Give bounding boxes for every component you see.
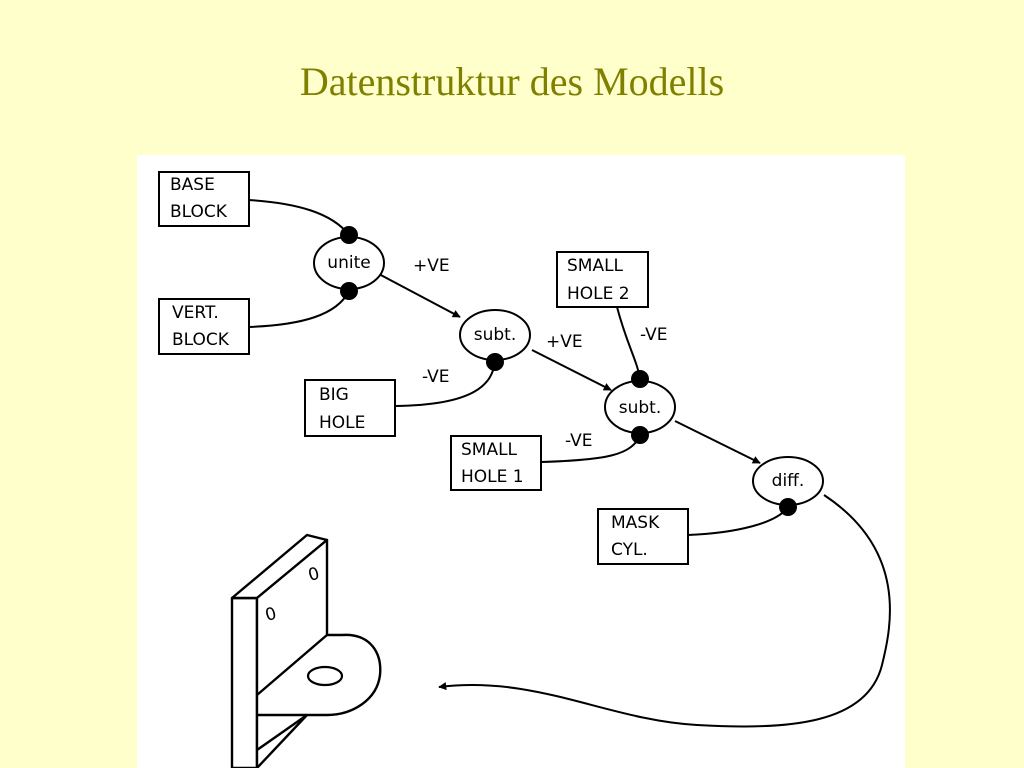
node-subt-1: subt. xyxy=(459,309,531,371)
edge-label-big-hole: -VE xyxy=(422,367,450,387)
edge-small-hole-2-to-subt xyxy=(616,306,641,380)
box-small-hole-1-line2: HOLE 1 xyxy=(461,467,524,487)
edge-vert-block-to-unite xyxy=(248,290,350,328)
arrow-subt-to-diff xyxy=(674,420,761,464)
box-small-hole-2-line1: SMALL xyxy=(567,256,624,276)
box-mask-cyl: MASK CYL. xyxy=(597,508,689,565)
box-big-hole-line1: BIG xyxy=(319,385,349,405)
box-small-hole-1: SMALL HOLE 1 xyxy=(450,435,542,491)
box-base-block: BASE BLOCK xyxy=(158,171,250,227)
box-big-hole-line2: HOLE xyxy=(319,413,365,433)
box-big-hole: BIG HOLE xyxy=(304,379,396,437)
box-mask-cyl-line2: CYL. xyxy=(611,540,648,560)
diagram-figure: BASE BLOCK VERT. BLOCK BIG HOLE SMALL HO… xyxy=(137,155,905,768)
bracket-model-drawing: 0 0 xyxy=(230,533,382,768)
slide-title: Datenstruktur des Modells xyxy=(299,59,725,104)
box-small-hole-2: SMALL HOLE 2 xyxy=(556,251,649,308)
arrow-unite-to-subt xyxy=(376,272,461,318)
edge-base-block-to-unite xyxy=(248,199,350,236)
model-hole-mark-upper: 0 xyxy=(306,564,322,586)
box-vert-block-line2: BLOCK xyxy=(172,330,230,350)
node-unite-label: unite xyxy=(327,253,370,273)
edge-label-small-hole-1: -VE xyxy=(565,431,593,451)
csg-tree-diagram: BASE BLOCK VERT. BLOCK BIG HOLE SMALL HO… xyxy=(158,171,891,768)
node-diff: diff. xyxy=(752,456,824,516)
box-vert-block: VERT. BLOCK xyxy=(158,298,250,355)
node-subt-2: subt. xyxy=(604,370,676,444)
box-vert-block-line1: VERT. xyxy=(172,303,219,323)
box-small-hole-1-line1: SMALL xyxy=(461,440,518,460)
box-mask-cyl-line1: MASK xyxy=(611,513,660,533)
node-subt-1-label: subt. xyxy=(474,325,517,345)
node-subt-2-label: subt. xyxy=(619,398,662,418)
edge-label-subt-to-subt: +VE xyxy=(546,332,583,352)
model-hole-mark-lower: 0 xyxy=(263,604,279,626)
edge-label-small-hole-2: -VE xyxy=(640,325,668,345)
arrow-subt-to-subt xyxy=(531,349,612,391)
box-small-hole-2-line2: HOLE 2 xyxy=(567,284,630,304)
edge-mask-cyl-to-diff xyxy=(687,506,789,536)
edge-label-unite-to-subt: +VE xyxy=(413,256,450,276)
box-base-block-line2: BLOCK xyxy=(170,202,228,222)
edge-diff-to-model xyxy=(438,494,891,728)
node-unite: unite xyxy=(313,226,385,300)
box-base-block-line1: BASE xyxy=(170,175,215,195)
node-diff-label: diff. xyxy=(772,471,805,491)
